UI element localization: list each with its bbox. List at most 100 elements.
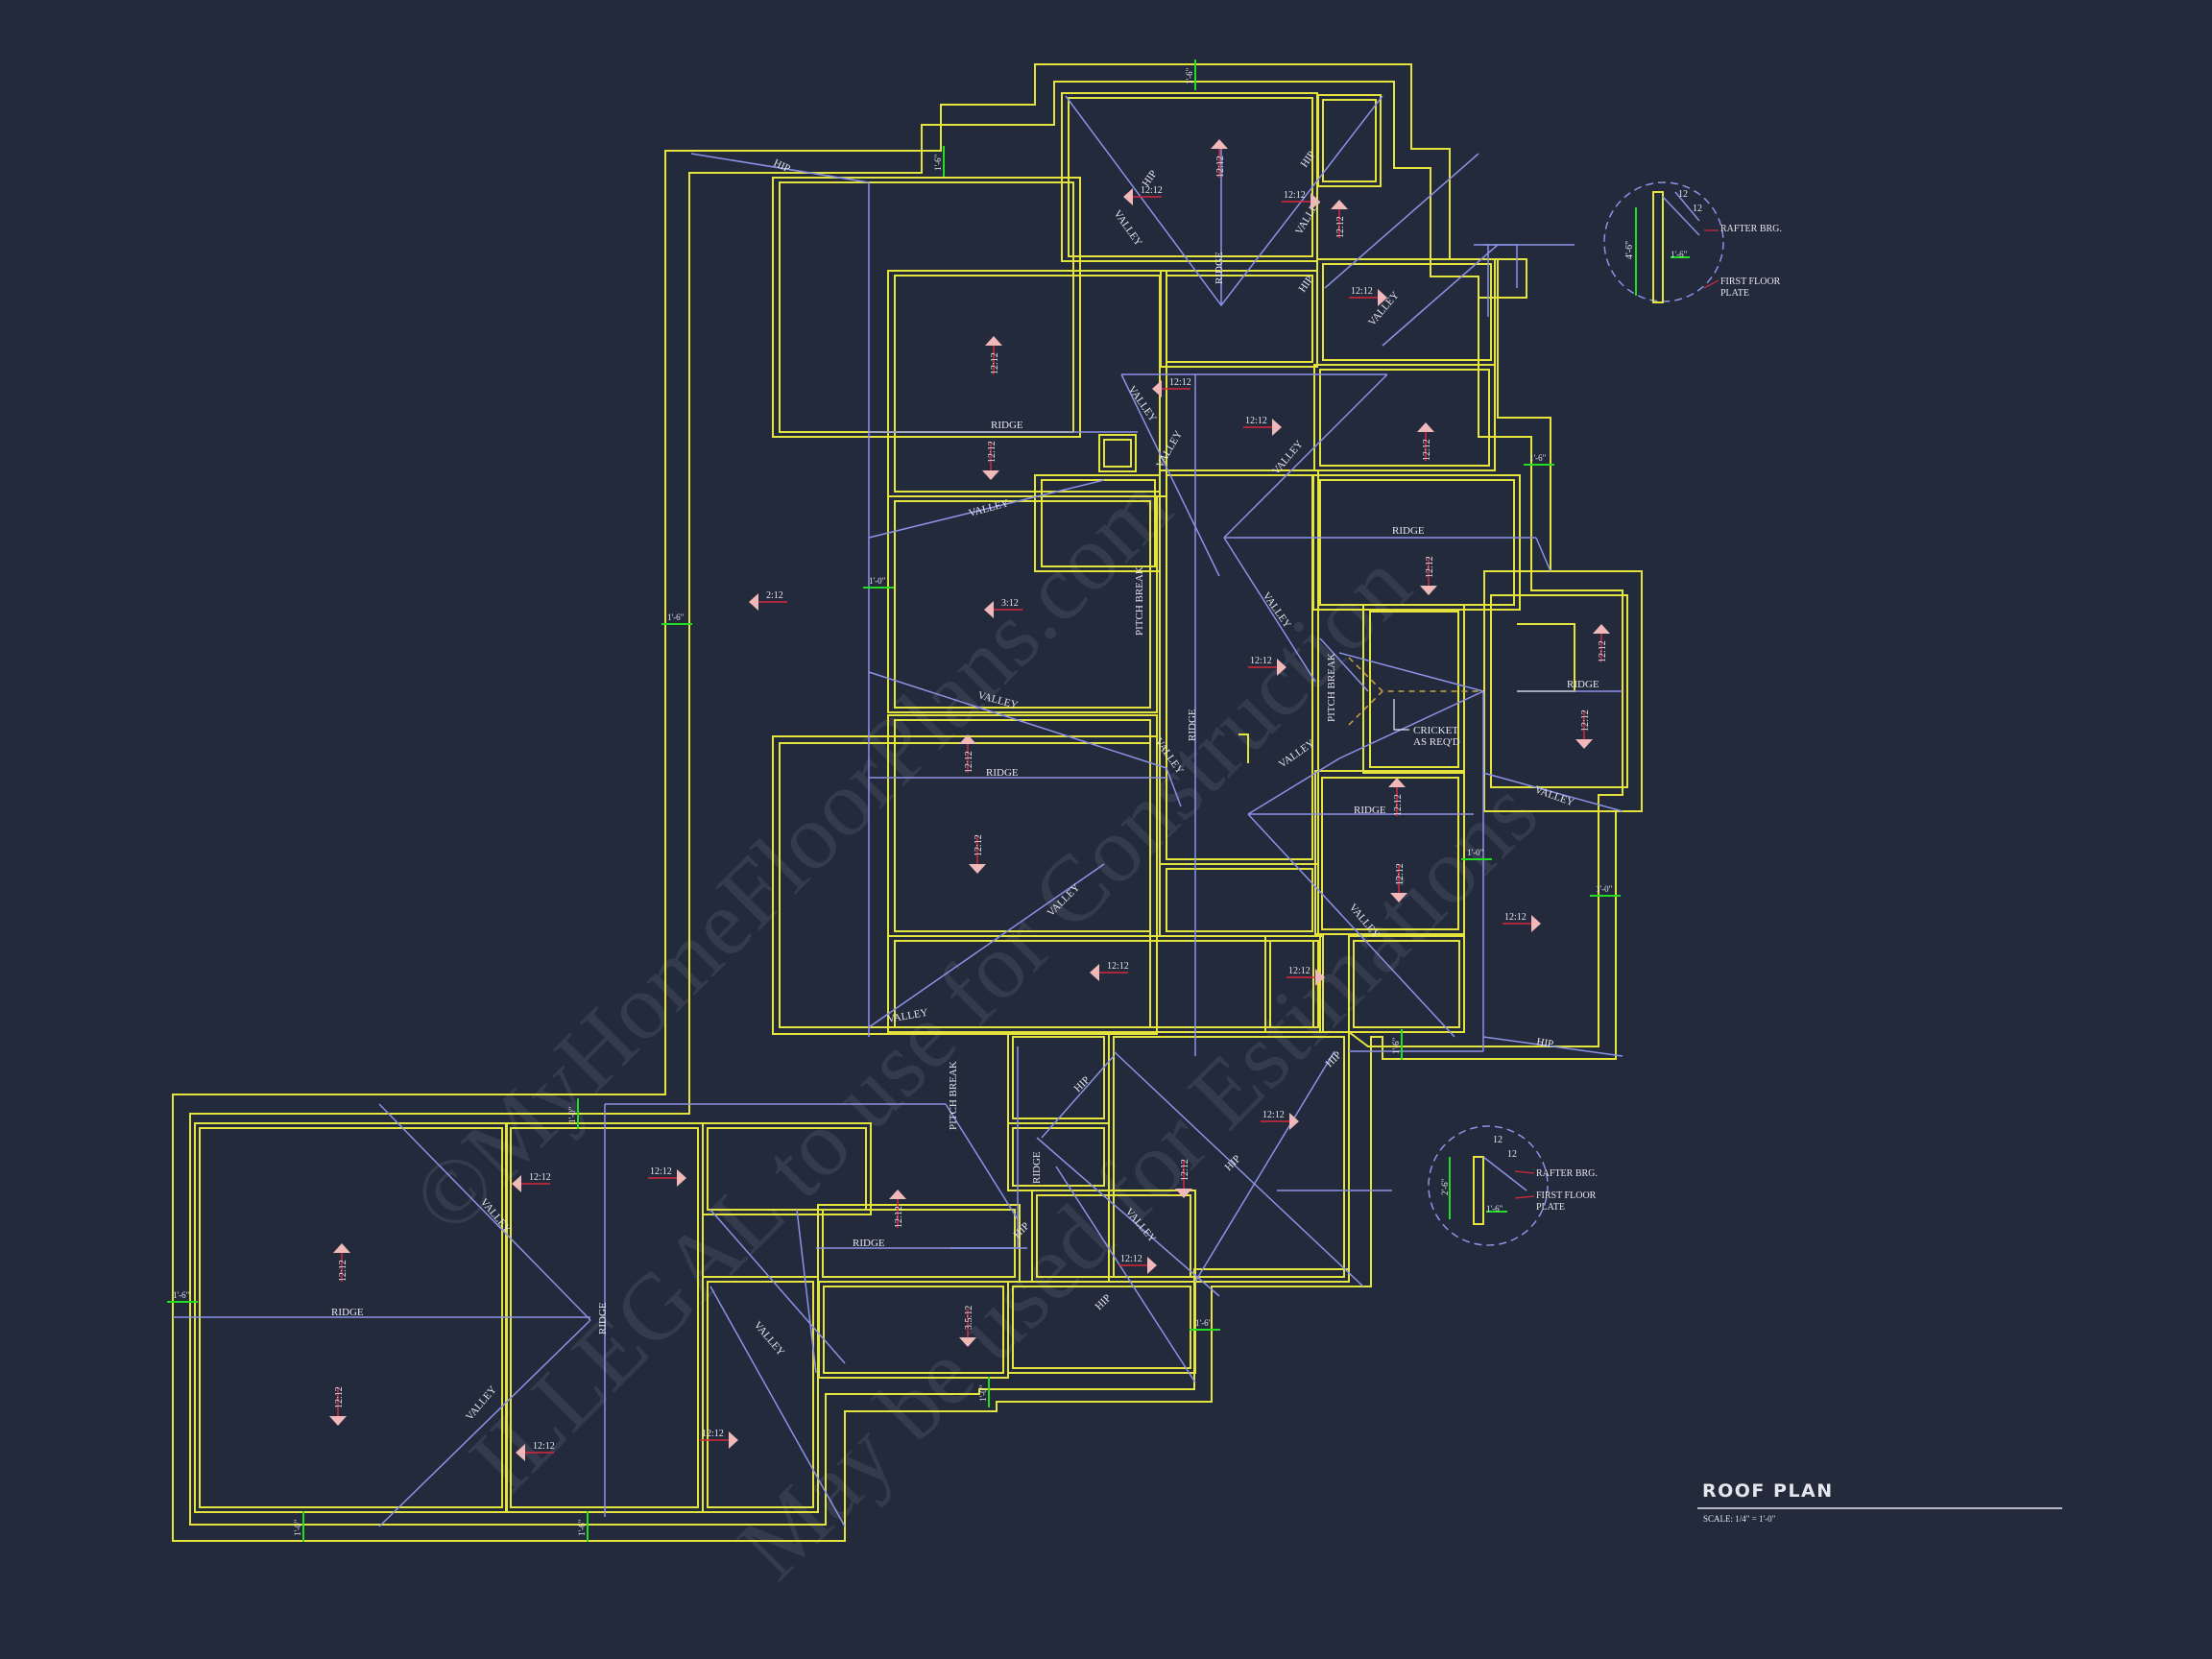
pitch-arrow-head	[1593, 624, 1610, 634]
eave-detail-upper: 12 12 4'-6" 1'-6" RAFTER BRG. FIRST FLOO…	[1603, 181, 1782, 303]
cricket-dashed	[1348, 657, 1483, 726]
pitch-arrow-head	[982, 470, 999, 480]
pitch-arrow: 12:12	[1349, 286, 1387, 306]
detail-pitch-run: 12	[1693, 204, 1702, 214]
pitch-arrow: 12:12	[889, 1190, 906, 1228]
pitch-arrow-head	[512, 1175, 521, 1192]
dimension-label: 1'-0"	[1467, 848, 1484, 857]
dimension-marker: 1'-6"	[1391, 1029, 1403, 1060]
dimension-label: 1'-6"	[1195, 1318, 1213, 1328]
pitch-arrow: 12:12	[1417, 422, 1434, 461]
pitch-label: 12:12	[338, 1260, 349, 1282]
label-ridge: RIDGE	[853, 1238, 885, 1249]
label-ridge: RIDGE	[1187, 709, 1198, 741]
detail-rafter-label: RAFTER BRG.	[1720, 224, 1782, 234]
pitch-label: 12:12	[1351, 286, 1373, 297]
dimension-marker: 1'-0"	[567, 1098, 579, 1129]
label-ridge: RIDGE	[986, 767, 1019, 779]
pitch-arrow: 12:12	[1286, 966, 1325, 986]
detail-overhang: 1'-6"	[1486, 1204, 1503, 1214]
pitch-arrow: 2:12	[749, 590, 787, 611]
pitch-arrow-head	[516, 1444, 525, 1461]
label-pitch-break: PITCH BREAK	[948, 1061, 959, 1130]
pitch-arrow-head	[1388, 778, 1406, 787]
plan-scale: SCALE: 1/4" = 1'-0"	[1703, 1514, 1776, 1524]
pitch-arrow: 12:12	[329, 1386, 347, 1426]
pitch-arrow: 3.5:12	[959, 1306, 976, 1347]
detail-pitch-rise: 12	[1678, 189, 1688, 200]
pitch-label: 12:12	[650, 1166, 672, 1177]
dimension-marker: 1'-6"	[1185, 60, 1196, 90]
pitch-arrow-head	[1123, 188, 1133, 205]
pitch-label: 12:12	[987, 441, 998, 463]
dimension-marker: 1'-0"	[1461, 848, 1492, 860]
plan-title: ROOF PLAN	[1702, 1480, 1834, 1502]
pitch-label: 12:12	[1215, 156, 1226, 178]
detail-circle	[1428, 1125, 1549, 1246]
pitch-arrow-head	[1378, 289, 1387, 306]
label-cricket: CRICKET	[1413, 725, 1458, 736]
pitch-label: 12:12	[1504, 912, 1527, 923]
pitch-arrow-head	[1575, 739, 1593, 749]
pitch-arrow: 12:12	[700, 1429, 738, 1449]
detail-plate-label: FIRST FLOOR	[1720, 276, 1781, 287]
pitch-arrow: 12:12	[1390, 863, 1407, 902]
pitch-arrows: 12:12 12:12 12:12 12:12 12:12 12:12 12:12 12:12…	[329, 139, 1610, 1461]
pitch-arrow: 12:12	[1152, 377, 1191, 397]
detail-rafter-label: RAFTER BRG.	[1536, 1168, 1598, 1179]
pitch-arrow: 12:12	[1123, 185, 1163, 205]
cricket-leader	[1393, 699, 1409, 731]
pitch-arrow: 12:12	[1248, 656, 1286, 676]
pitch-arrow: 12:12	[969, 834, 986, 874]
dimension-marker: 1'-0"	[863, 576, 894, 589]
pitch-label: 2:12	[766, 590, 783, 601]
pitch-arrow: 12:12	[1090, 961, 1129, 981]
pitch-label: 12:12	[990, 352, 1000, 374]
dimension-marker: 1'-0"	[293, 1511, 304, 1542]
title-block: ROOF PLAN SCALE: 1/4" = 1'-0"	[1697, 1480, 2062, 1524]
pitch-label: 12:12	[964, 751, 974, 773]
pitch-label: 12:12	[1169, 377, 1191, 388]
pitch-label: 3:12	[1001, 598, 1019, 609]
pitch-arrow-head	[959, 734, 976, 744]
pitch-arrow-head	[1277, 659, 1286, 676]
pitch-arrow-head	[749, 593, 758, 611]
label-ridge: RIDGE	[1214, 252, 1225, 284]
pitch-arrow: 12:12	[1282, 190, 1320, 210]
pitch-arrow-head	[984, 601, 994, 618]
dimension-label: 1'-6"	[577, 1519, 587, 1536]
pitch-arrow-head	[889, 1190, 906, 1199]
pitch-label: 12:12	[533, 1441, 555, 1452]
pitch-arrow: 12:12	[1331, 200, 1348, 238]
label-ridge: RIDGE	[1031, 1151, 1043, 1184]
pitch-label: 12:12	[1335, 216, 1346, 238]
pitch-label: 12:12	[529, 1172, 551, 1183]
pitch-label: 12:12	[1598, 640, 1608, 662]
detail-plate-label-2: PLATE	[1720, 288, 1749, 299]
pitch-arrow: 12:12	[1420, 556, 1437, 595]
dimension-marker: 1'-6"	[1524, 453, 1554, 466]
pitch-arrow-head	[1272, 419, 1282, 436]
pitch-arrow: 12:12	[1261, 1110, 1299, 1130]
wall-outlines	[172, 63, 1643, 1542]
label-ridge: RIDGE	[331, 1307, 364, 1318]
detail-pitch-rise: 12	[1493, 1135, 1503, 1145]
pitch-label: 3.5:12	[964, 1306, 974, 1330]
dimension-label: 1'-0"	[567, 1106, 577, 1123]
dimension-label: 1'-0"	[1596, 884, 1613, 894]
pitch-arrow-head	[959, 1337, 976, 1347]
pitch-label: 12:12	[1580, 709, 1591, 732]
dimension-markers: 1'-6" 1'-6" 1'-6" 1'-0" 1'-6" 1'-0" 1'-0" 1'-6"…	[167, 60, 1621, 1542]
pitch-label: 12:12	[334, 1386, 345, 1408]
dimension-label: 1'-6"	[933, 154, 943, 171]
pitch-arrow-head	[1310, 193, 1320, 210]
dimension-label: 1'-6"	[1391, 1037, 1401, 1054]
label-hip: HIP	[1535, 1036, 1554, 1050]
pitch-arrow-head	[1211, 139, 1228, 149]
detail-height: 2'-6"	[1440, 1178, 1450, 1195]
detail-pitch-run: 12	[1507, 1149, 1517, 1160]
pitch-label: 12:12	[1120, 1254, 1142, 1264]
pitch-arrow: 12:12	[985, 336, 1002, 374]
detail-plate-label: FIRST FLOOR	[1536, 1190, 1597, 1201]
pitch-arrow: 12:12	[959, 734, 976, 773]
